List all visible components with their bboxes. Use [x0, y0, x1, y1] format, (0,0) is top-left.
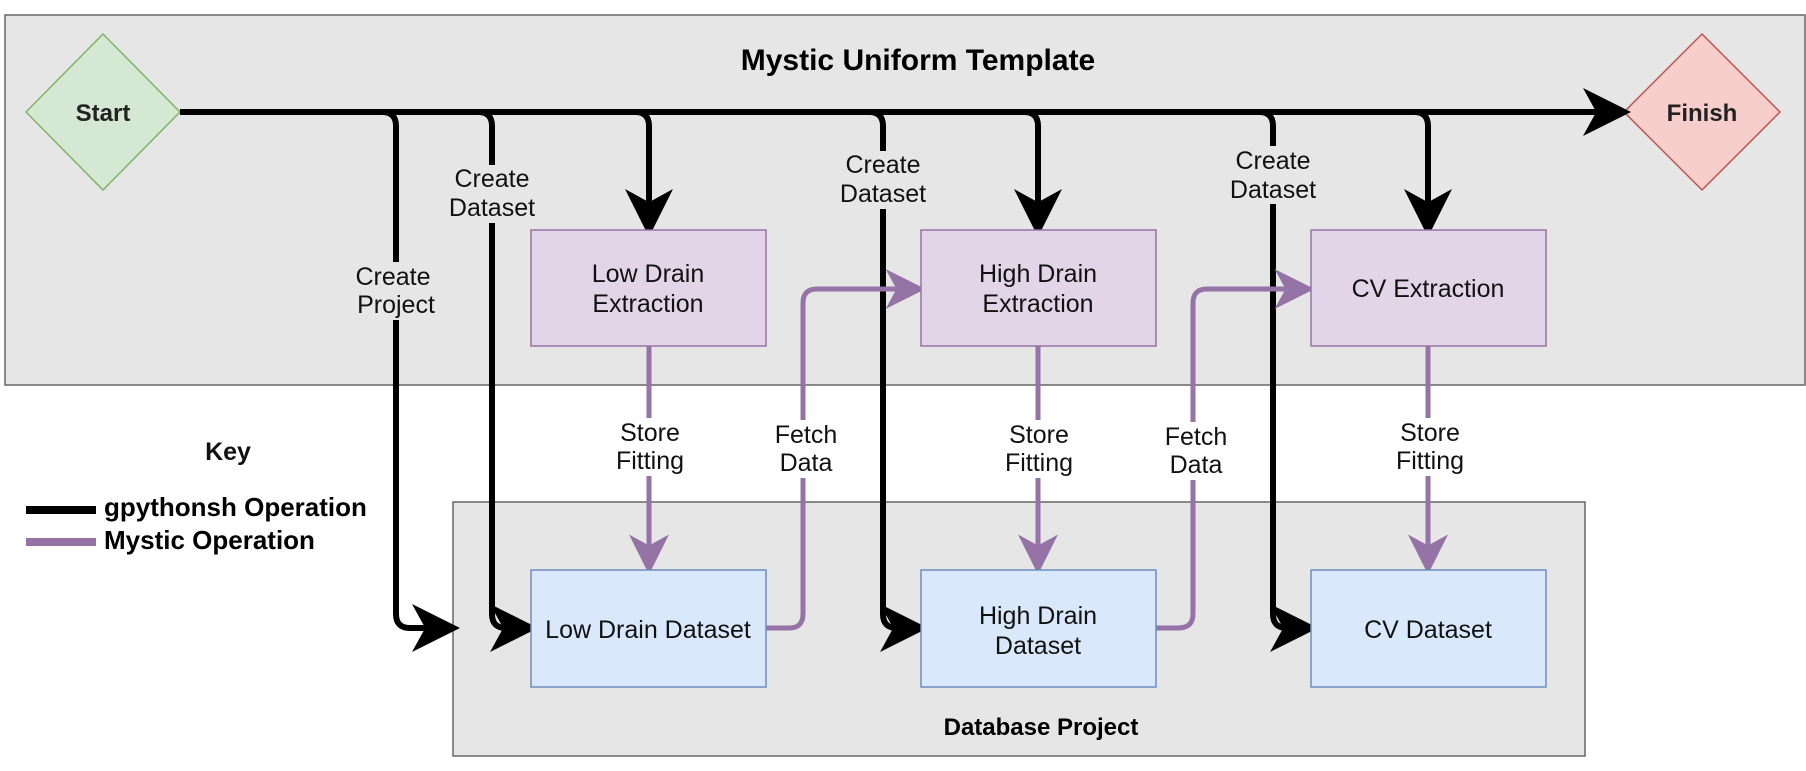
flow-to-high-extraction-edge — [1014, 109, 1062, 237]
database-project-title: Database Project — [944, 714, 1139, 741]
create-dataset-label-high-line2: Dataset — [840, 180, 926, 208]
flow-to-cv-extraction-edge — [1404, 109, 1452, 237]
key-title: Key — [205, 438, 251, 466]
create-dataset-edge-high — [868, 109, 928, 652]
store-fitting-label-high-line1: Store — [1009, 421, 1069, 449]
template-title: Mystic Uniform Template — [741, 44, 1096, 77]
create-dataset-label-cv-line2: Dataset — [1230, 176, 1316, 204]
create-dataset-label-low-line2: Dataset — [449, 194, 535, 222]
create-project-label-line2: Project — [357, 291, 435, 319]
store-fitting-label-low-line2: Fitting — [616, 447, 684, 475]
key-label-mystic: Mystic Operation — [104, 525, 315, 555]
high-drain-extraction-box — [920, 229, 1157, 347]
finish-node — [1622, 32, 1782, 192]
create-dataset-label-high-line1: Create — [845, 151, 920, 179]
start-label: Start — [76, 100, 131, 127]
low-drain-dataset-label: Low Drain Dataset — [545, 616, 751, 644]
high-drain-dataset-label-line2: Dataset — [995, 632, 1081, 660]
create-dataset-label-low-line1: Create — [454, 165, 529, 193]
store-fitting-label-high-line2: Fitting — [1005, 449, 1073, 477]
cv-dataset-label: CV Dataset — [1364, 616, 1492, 644]
store-fitting-label-cv-line1: Store — [1400, 419, 1460, 447]
fetch-data-label-high-line2: Data — [1170, 451, 1223, 479]
create-project-label-line1: Create — [355, 263, 430, 291]
store-fitting-label-low-line1: Store — [620, 419, 680, 447]
high-drain-extraction-label-line1: High Drain — [979, 260, 1097, 288]
create-dataset-edge-low — [477, 109, 538, 652]
flow-to-low-extraction-edge — [625, 109, 673, 237]
store-fitting-label-cv-line2: Fitting — [1396, 447, 1464, 475]
low-drain-extraction-label-line2: Extraction — [592, 290, 703, 318]
finish-label: Finish — [1667, 100, 1738, 127]
create-project-edge — [381, 109, 460, 652]
fetch-data-label-low-line1: Fetch — [775, 421, 838, 449]
start-node — [24, 32, 182, 192]
key-label-gpythonsh: gpythonsh Operation — [104, 492, 367, 522]
low-drain-extraction-box — [530, 229, 767, 347]
create-dataset-label-cv-line1: Create — [1235, 147, 1310, 175]
cv-extraction-label: CV Extraction — [1352, 275, 1505, 303]
low-drain-extraction-label-line1: Low Drain — [592, 260, 705, 288]
cv-extraction-box — [1310, 229, 1547, 347]
fetch-data-label-low-line2: Data — [780, 449, 833, 477]
cv-dataset-box — [1310, 569, 1547, 688]
high-drain-dataset-box — [920, 569, 1157, 688]
fetch-data-label-high-line1: Fetch — [1165, 423, 1228, 451]
low-drain-dataset-box — [530, 569, 767, 688]
high-drain-dataset-label-line1: High Drain — [979, 602, 1097, 630]
high-drain-extraction-label-line2: Extraction — [982, 290, 1093, 318]
create-dataset-edge-cv — [1258, 109, 1318, 652]
